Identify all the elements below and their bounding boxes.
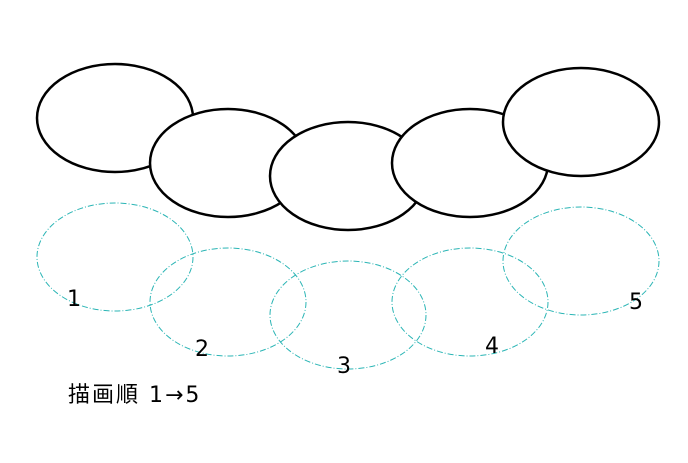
- label-3: 3: [337, 354, 351, 379]
- caption: 描画順 1→5: [68, 383, 202, 408]
- dashed-ellipse-2: [149, 247, 307, 357]
- dashed-ellipse-4: [391, 247, 549, 357]
- label-5: 5: [629, 290, 643, 315]
- dashed-ellipse-3: [269, 260, 427, 370]
- label-2: 2: [195, 337, 209, 362]
- label-1: 1: [67, 287, 81, 312]
- label-4: 4: [485, 334, 499, 359]
- solid-ellipse-5: [501, 66, 661, 178]
- dashed-ellipse-1: [36, 202, 194, 312]
- dashed-ellipse-5: [502, 206, 660, 316]
